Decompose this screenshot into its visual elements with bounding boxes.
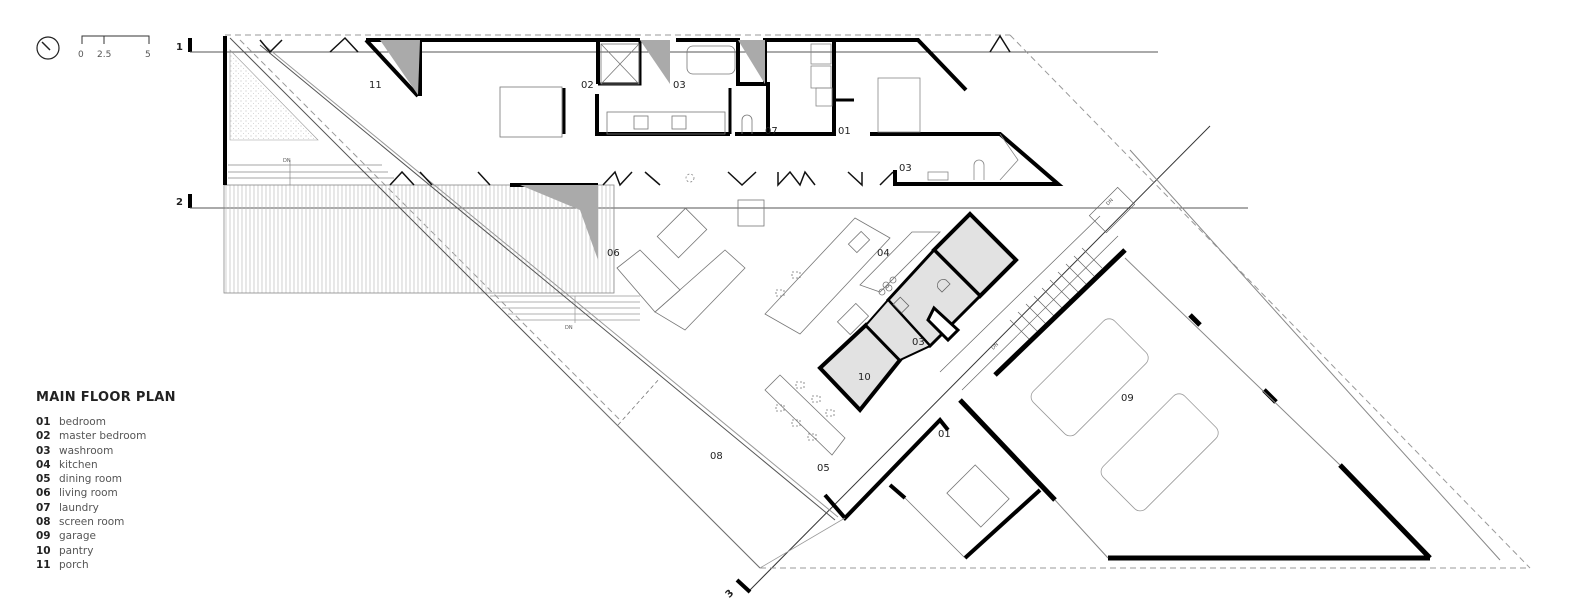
legend-number: 06 <box>36 487 51 500</box>
grid-axis-1: 1 <box>176 38 1158 53</box>
room-tag-master-bedroom: 02 <box>581 80 594 91</box>
south-bedroom-walls <box>823 416 1042 560</box>
legend-item: 07 laundry <box>36 501 176 515</box>
legend-label: living room <box>59 487 118 500</box>
grid-axis-2-label: 2 <box>176 197 183 208</box>
scale-tick-5: 5 <box>145 50 151 60</box>
grid-axis-3-label: 3 <box>724 588 737 601</box>
grid-axis-1-label: 1 <box>176 42 183 53</box>
legend-number: 11 <box>36 558 51 571</box>
legend-item: 10 pantry <box>36 544 176 558</box>
legend-item: 03 washroom <box>36 444 176 458</box>
living-furniture <box>616 199 765 331</box>
room-tag-garage: 09 <box>1121 393 1134 404</box>
screen-room-lines <box>579 377 761 569</box>
legend-list: 01 bedroom 02 master bedroom 03 washroom 04… <box>36 415 176 572</box>
scale-tick-2-5: 2.5 <box>97 50 111 60</box>
south-bedroom-furniture <box>759 464 1010 569</box>
legend-number: 08 <box>36 516 51 529</box>
porch-stair-dn-label: DN <box>283 158 291 164</box>
room-tag-dining: 05 <box>817 463 830 474</box>
window-zigzags <box>259 34 1011 187</box>
living-stair-dn-label: DN <box>565 325 573 331</box>
plan-title: MAIN FLOOR PLAN <box>36 390 176 405</box>
room-tag-washroom-north: 03 <box>899 163 912 174</box>
legend-item: 08 screen room <box>36 515 176 529</box>
dining-table <box>764 374 846 456</box>
legend-item: 06 living room <box>36 486 176 500</box>
legend-number: 02 <box>36 430 51 443</box>
legend-number: 09 <box>36 530 51 543</box>
legend-label: screen room <box>59 516 125 529</box>
scale-tick-0: 0 <box>78 50 84 60</box>
service-core <box>817 211 1019 414</box>
legend-label: porch <box>59 558 89 571</box>
kitchen-furniture <box>764 217 941 336</box>
legend-number: 04 <box>36 458 51 471</box>
legend-number: 05 <box>36 473 51 486</box>
room-tag-porch: 11 <box>369 80 382 91</box>
diagonal-glazing <box>229 37 839 569</box>
room-tag-washroom-master: 03 <box>673 80 686 91</box>
legend-label: washroom <box>59 444 114 457</box>
legend-label: laundry <box>59 501 99 514</box>
room-tag-bedroom-south: 01 <box>938 429 951 440</box>
main-stair-dn-label: DN <box>990 342 1000 352</box>
room-tag-kitchen: 04 <box>877 248 890 259</box>
deck-hatch <box>223 184 615 294</box>
legend-number: 10 <box>36 544 51 557</box>
scale-bar: 0 2.5 5 <box>78 35 151 60</box>
car-icon <box>1030 318 1219 512</box>
room-tag-laundry: 07 <box>765 126 778 137</box>
legend-label: garage <box>59 530 96 543</box>
garage-glazing <box>1054 149 1501 561</box>
porch-steps <box>228 160 394 185</box>
legend-number: 03 <box>36 444 51 457</box>
legend-label: dining room <box>59 473 122 486</box>
legend-label: master bedroom <box>59 430 147 443</box>
upper-stair-dn-label: DN <box>1105 197 1115 207</box>
room-tag-bedroom-north: 01 <box>838 126 851 137</box>
living-steps <box>490 295 640 323</box>
laundry-fixtures <box>685 43 1019 183</box>
master-bedroom-furniture <box>499 43 753 138</box>
legend-label: kitchen <box>59 458 98 471</box>
legend-number: 07 <box>36 501 51 514</box>
legend-item: 09 garage <box>36 529 176 543</box>
room-tag-pantry: 10 <box>858 372 871 383</box>
legend-item: 01 bedroom <box>36 415 176 429</box>
legend-item: 11 porch <box>36 558 176 572</box>
door-swing-wedges <box>380 40 765 260</box>
room-tag-washroom-core: 03 <box>912 337 925 348</box>
room-tag-screen-room: 08 <box>710 451 723 462</box>
site-boundary <box>225 34 1531 569</box>
garage-walls <box>958 248 1432 561</box>
room-tag-living: 06 <box>607 248 620 259</box>
north-arrow-icon <box>36 36 60 60</box>
room-tags: 11 02 03 07 01 03 06 04 03 10 09 01 08 0… <box>369 80 1134 474</box>
north-wing-walls <box>223 36 1064 187</box>
legend-label: bedroom <box>59 416 106 428</box>
grid-axis-3: 3 <box>724 125 1211 601</box>
legend-item: 05 dining room <box>36 472 176 486</box>
planting-area <box>229 49 319 141</box>
legend-item: 04 kitchen <box>36 458 176 472</box>
legend: MAIN FLOOR PLAN 01 bedroom 02 master bedro… <box>36 390 176 572</box>
legend-number: 01 <box>36 416 51 428</box>
legend-item: 02 master bedroom <box>36 429 176 443</box>
legend-label: pantry <box>59 544 94 557</box>
main-stair <box>939 186 1136 391</box>
